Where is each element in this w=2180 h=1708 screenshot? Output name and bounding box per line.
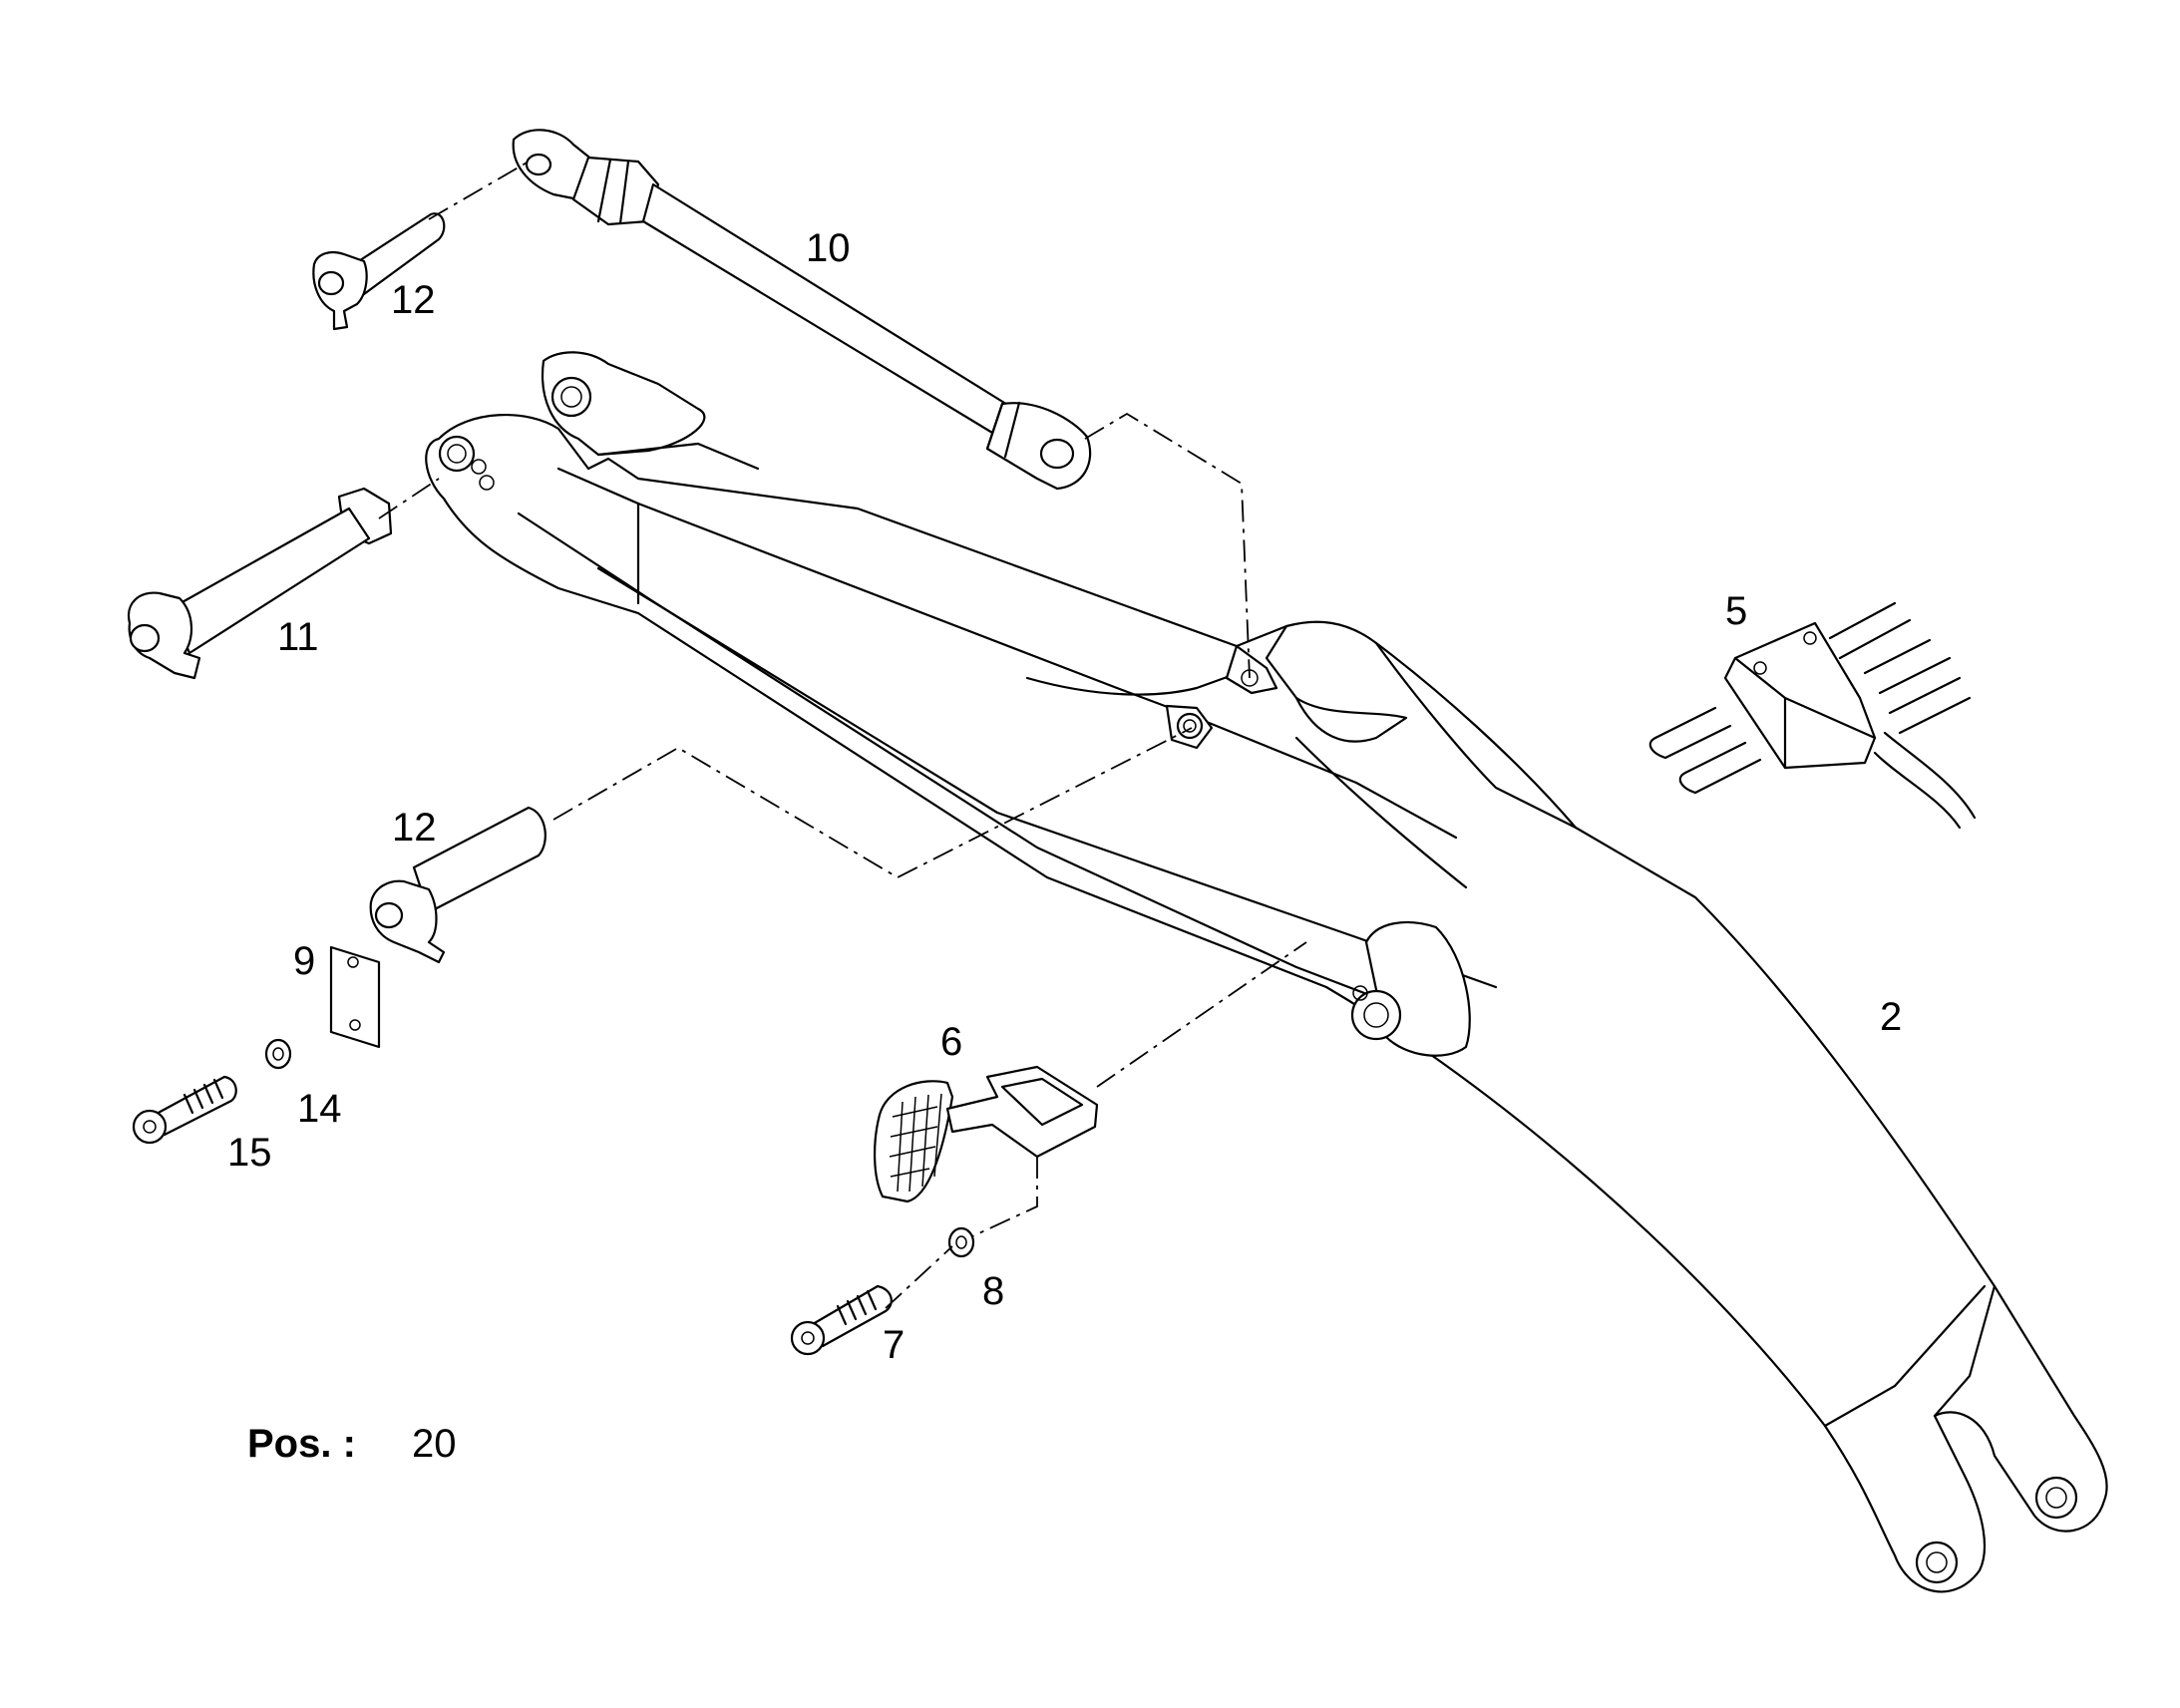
label-12-top: 12 [391,278,436,322]
label-10: 10 [806,226,851,270]
label-9: 9 [293,939,315,983]
label-12-bottom: 12 [392,806,437,850]
washer-8 [947,1226,975,1258]
boom-arm [425,351,2108,1593]
valve-block-5 [1648,601,1977,830]
item-labels: 2 5 6 7 8 9 10 11 12 12 14 15 [227,226,1902,1367]
position-indicator: Pos. : 20 [247,1422,457,1466]
washer-14 [264,1038,292,1070]
label-5: 5 [1725,589,1747,633]
label-8: 8 [982,1269,1004,1313]
hydraulic-cylinder [512,129,1092,491]
pin-11 [127,487,393,680]
step-6 [874,1065,1099,1203]
label-6: 6 [940,1020,962,1064]
label-11: 11 [277,615,319,659]
position-key: Pos. : [247,1422,356,1466]
label-2: 2 [1880,995,1902,1039]
label-14: 14 [297,1087,342,1131]
pin-12-bottom [369,806,546,964]
bolt-15 [132,1075,237,1145]
plate-9 [329,945,381,1049]
label-7: 7 [883,1323,905,1367]
assembly-dash-lines [378,161,1307,1309]
pin-12-top [312,212,446,331]
bolt-7 [790,1284,893,1356]
label-15: 15 [227,1131,272,1175]
position-value: 20 [412,1422,457,1466]
